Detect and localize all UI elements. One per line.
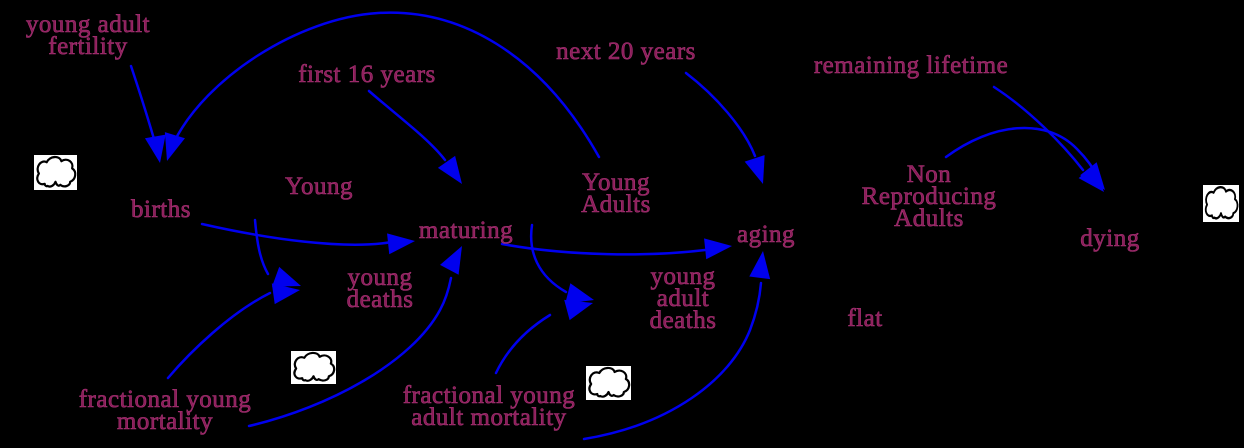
arrowhead-icon (272, 266, 301, 287)
node-young-line: Young (284, 173, 354, 200)
arrow-first-16-years-to-maturing (367, 89, 462, 184)
node-first-16-years-line: first 16 years (298, 61, 436, 88)
arrowhead-icon (144, 134, 166, 163)
node-dying-line: dying (1080, 225, 1140, 252)
arrow-young-adults-to-young-adult-deaths (529, 223, 594, 304)
node-young-adult-deaths-line: young (650, 263, 716, 290)
node-young-adult-deaths-line: deaths (649, 307, 717, 334)
node-aging-line: aging (736, 221, 796, 248)
node-maturing[interactable]: maturing (418, 217, 514, 244)
arrow-births-to-maturing (200, 222, 415, 255)
node-young-deaths-line: young (347, 264, 413, 291)
node-young-adults-line: Adults (581, 191, 651, 218)
node-flat-line: flat (847, 305, 883, 332)
node-flat[interactable]: flat (847, 305, 883, 332)
node-maturing-line: maturing (418, 217, 514, 244)
node-fractional-young-adult-mortality-line: adult mortality (411, 404, 567, 431)
arrow-fractional-young-mortality-to-young-deaths (166, 283, 300, 380)
node-next-20-years-line: next 20 years (556, 38, 696, 65)
arrowhead-icon (704, 238, 732, 260)
arrowhead-icon (164, 132, 185, 161)
node-fractional-young-mortality-line: mortality (116, 408, 214, 435)
arrowhead-icon (437, 155, 462, 184)
arrow-non-reproducing-adults-to-dying (944, 126, 1105, 190)
node-fractional-young-adult-mortality-line: fractional young (402, 382, 576, 409)
arrowhead-icon (565, 283, 594, 304)
arrow-next-20-years-to-aging (684, 71, 765, 184)
node-young-adult-deaths-line: adult (656, 285, 710, 312)
arrow-young-to-young-deaths (253, 218, 301, 287)
arrow-fractional-young-adult-mortality-to-aging (582, 251, 771, 441)
arrow-fractional-young-mortality-to-maturing (247, 246, 462, 428)
node-young-adult-fertility-line: young adult (25, 11, 151, 38)
arrowhead-icon (440, 246, 462, 275)
node-dying[interactable]: dying (1080, 225, 1140, 252)
node-fractional-young-mortality-line: fractional young (78, 386, 252, 413)
arrowhead-icon (564, 299, 593, 321)
node-young-adults-line: Young (581, 169, 651, 196)
node-remaining-lifetime-line: remaining lifetime (813, 52, 1009, 79)
node-aging[interactable]: aging (736, 221, 796, 248)
node-non-reproducing-adults-line: Reproducing (861, 183, 997, 210)
sink-cloud-dying-icon (1203, 185, 1239, 222)
arrowhead-icon (749, 251, 771, 280)
node-young-deaths-line: deaths (346, 286, 414, 313)
arrowhead-icon (1080, 162, 1105, 190)
node-births-line: births (131, 196, 191, 223)
source-cloud-births-icon (34, 155, 77, 190)
sink-cloud-young-adult-deaths-icon (586, 366, 631, 400)
arrow-fractional-young-adult-mortality-to-young-adult-deaths (494, 299, 593, 375)
node-young[interactable]: Young (284, 173, 354, 200)
node-non-reproducing-adults-line: Non (906, 161, 952, 188)
node-young-adult-fertility-line: fertility (48, 33, 128, 60)
arrow-young-adults-to-births (164, 11, 601, 161)
node-first-16-years[interactable]: first 16 years (298, 61, 436, 88)
arrowhead-icon (744, 155, 765, 184)
arrow-young-adult-fertility-to-births (129, 64, 166, 163)
node-births[interactable]: births (131, 196, 191, 223)
arrow-maturing-to-aging (500, 238, 732, 260)
node-non-reproducing-adults-line: Adults (894, 205, 964, 232)
node-next-20-years[interactable]: next 20 years (556, 38, 696, 65)
arrowhead-icon (271, 283, 300, 305)
node-remaining-lifetime[interactable]: remaining lifetime (813, 52, 1009, 79)
arrowhead-icon (387, 233, 415, 255)
sink-cloud-young-deaths-icon (291, 351, 336, 384)
